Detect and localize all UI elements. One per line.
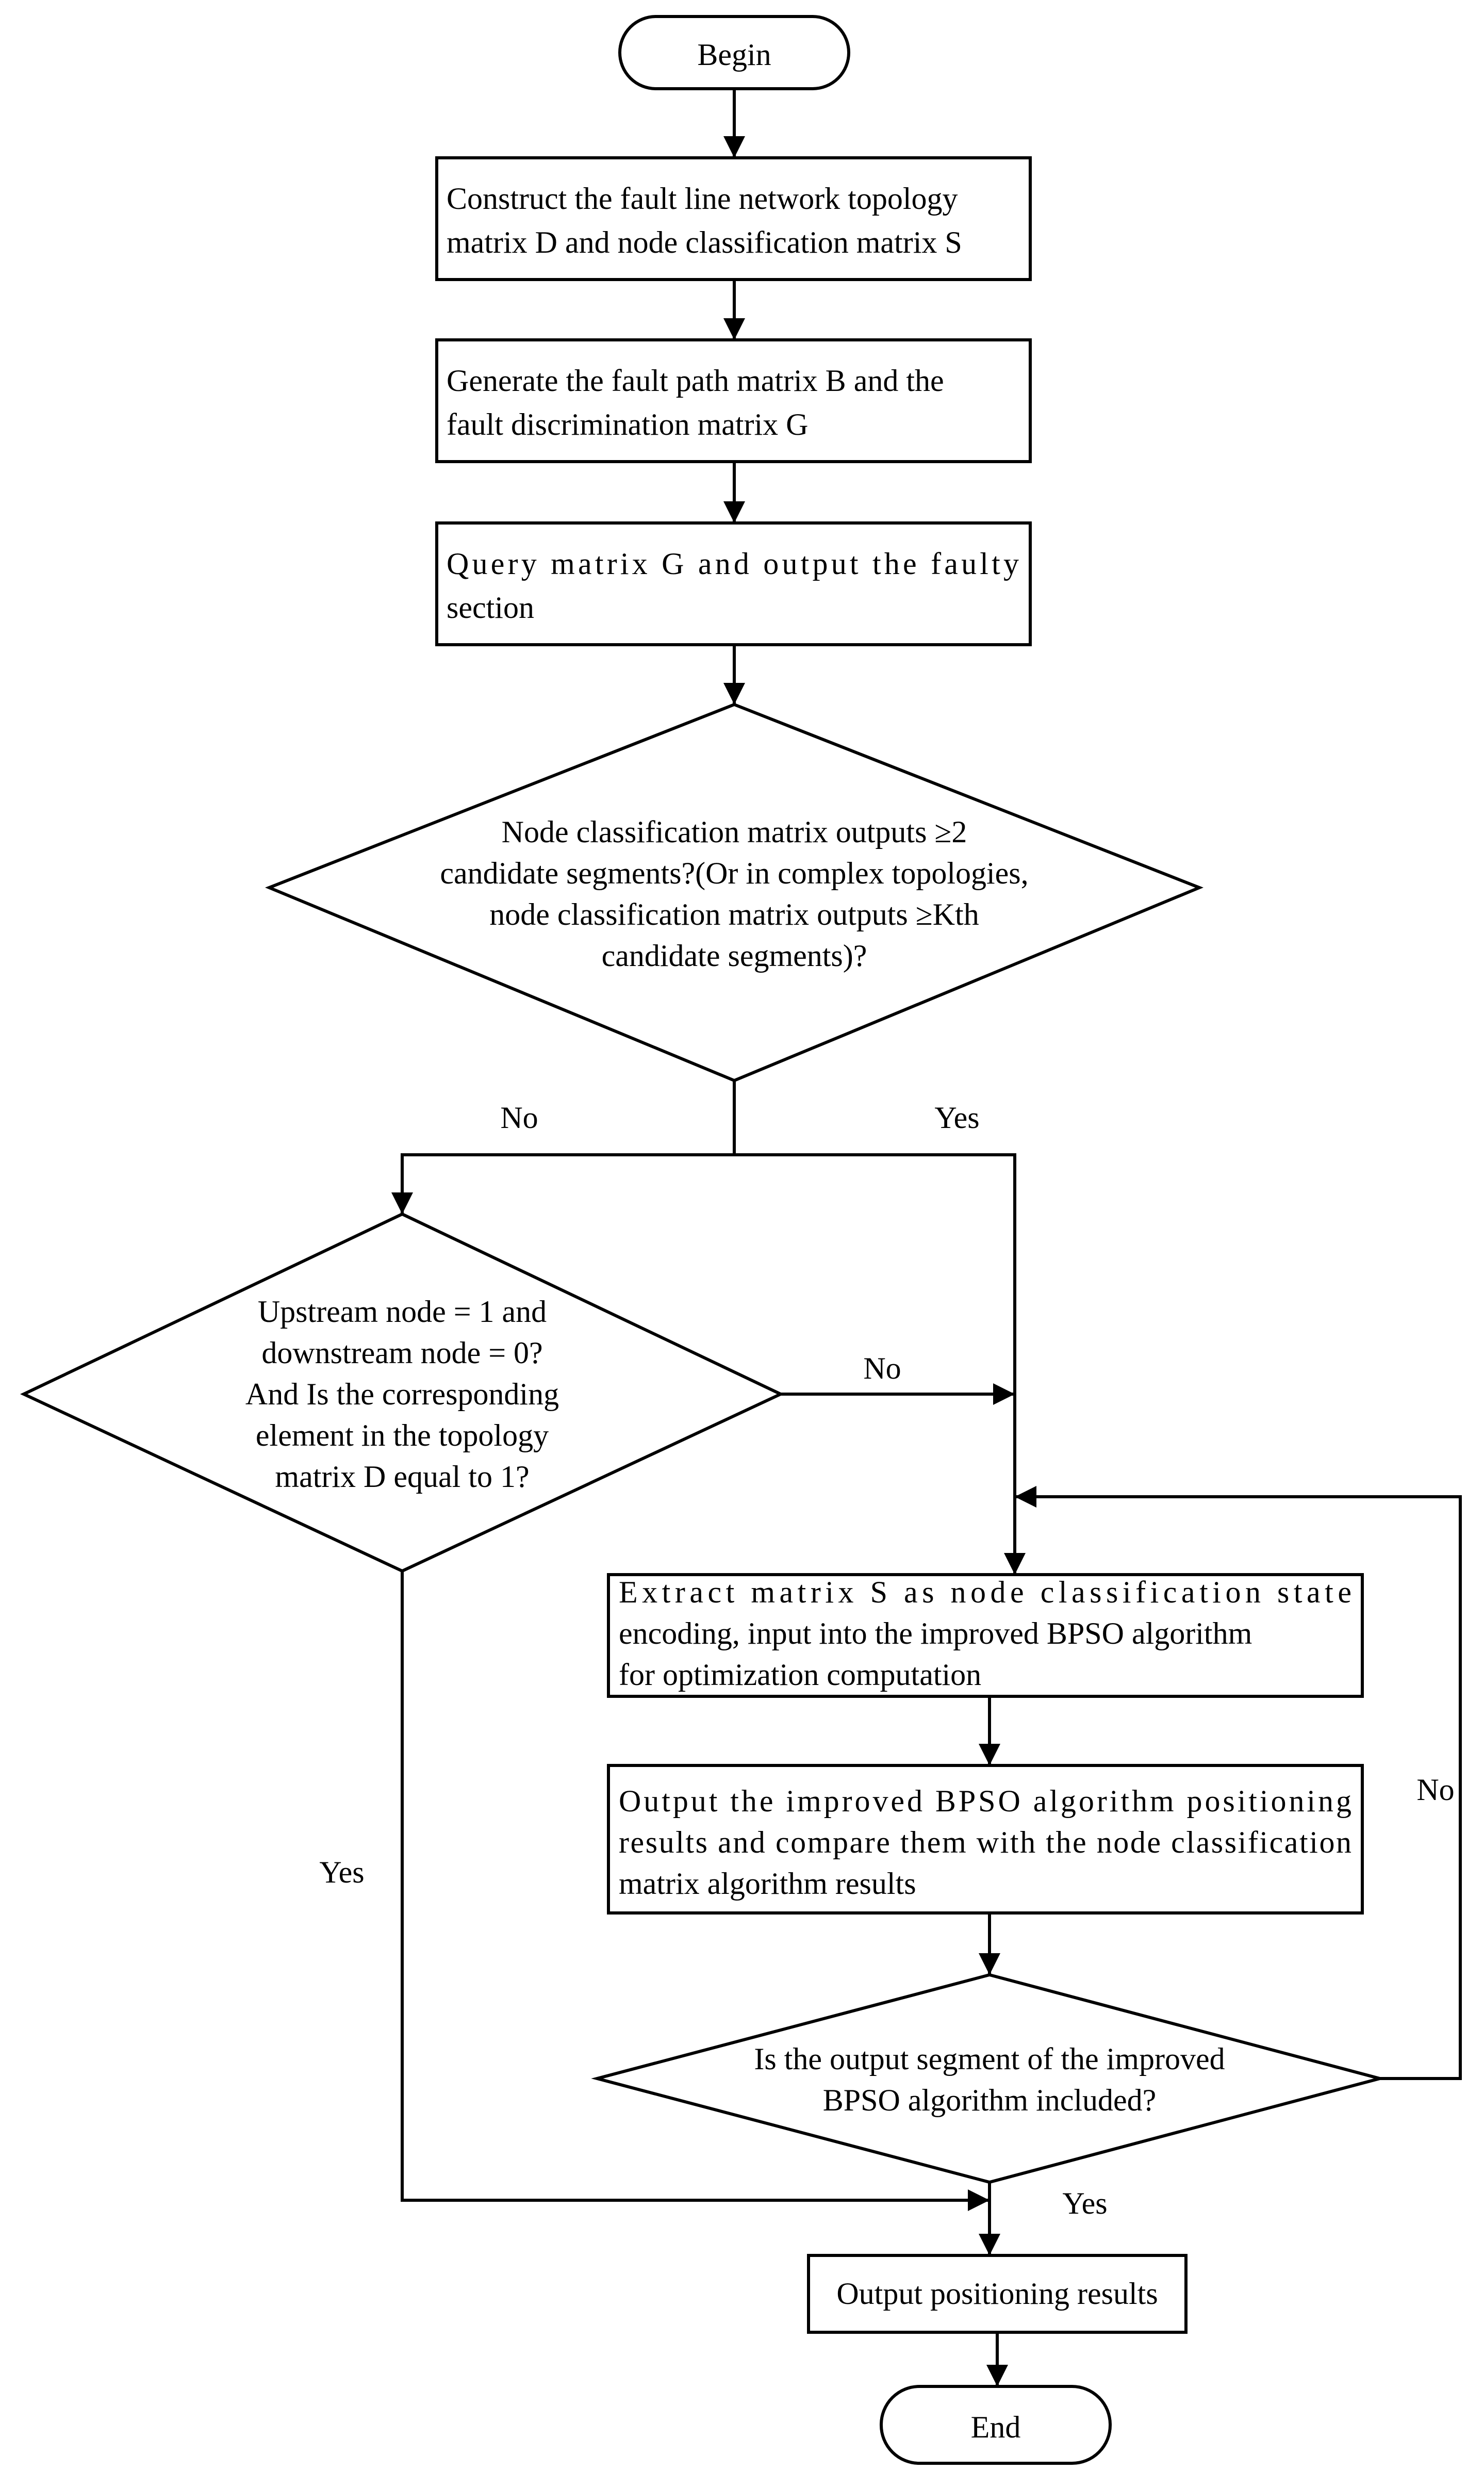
bpso-included-decision: Is the output segment of the improved BP… bbox=[591, 1973, 1386, 2184]
upstream-line-1: Upstream node = 1 and bbox=[258, 1295, 547, 1329]
candidates-line-1: Node classification matrix outputs ≥2 bbox=[502, 815, 967, 849]
upstream-no-label: No bbox=[863, 1351, 901, 1385]
extract-line-1: Extract matrix S as node classification … bbox=[619, 1575, 1351, 1609]
end-label: End bbox=[971, 2410, 1021, 2444]
included-line-2: BPSO algorithm included? bbox=[823, 2083, 1157, 2117]
extract-line-2: encoding, input into the improved BPSO a… bbox=[619, 1616, 1252, 1650]
extract-line-3: for optimization computation bbox=[619, 1658, 981, 1692]
generate-line-1: Generate the fault path matrix B and the bbox=[447, 364, 944, 398]
upstream-line-5: matrix D equal to 1? bbox=[275, 1460, 529, 1494]
extract-encoding-box: Extract matrix S as node classification … bbox=[607, 1573, 1364, 1698]
candidates-line-3: node classification matrix outputs ≥Kth bbox=[489, 897, 979, 931]
construct-matrix-box: Construct the fault line network topolog… bbox=[435, 156, 1032, 281]
compare-line-2: results and compare them with the node c… bbox=[619, 1825, 1351, 1859]
upstream-downstream-decision: Upstream node = 1 and downstream node = … bbox=[20, 1212, 785, 1573]
candidates-line-2: candidate segments?(Or in complex topolo… bbox=[440, 856, 1028, 890]
included-no-loop-arrow bbox=[1015, 1486, 1462, 2080]
begin-label: Begin bbox=[697, 38, 771, 72]
upstream-yes-label: Yes bbox=[319, 1855, 364, 1889]
output-results-label: Output positioning results bbox=[836, 2277, 1158, 2311]
query-line-2: section bbox=[447, 591, 534, 625]
candidates-no-label: No bbox=[500, 1101, 538, 1135]
upstream-yes-arrow bbox=[401, 1571, 990, 2211]
candidates-line-4: candidate segments)? bbox=[602, 939, 867, 973]
query-matrix-box: Query matrix G and output the faulty sec… bbox=[435, 521, 1032, 646]
construct-line-2: matrix D and node classification matrix … bbox=[447, 225, 962, 259]
begin-terminal: Begin bbox=[618, 15, 850, 90]
upstream-line-2: downstream node = 0? bbox=[261, 1336, 542, 1370]
included-line-1: Is the output segment of the improved bbox=[754, 2042, 1225, 2076]
candidates-no-arrow bbox=[391, 1153, 734, 1214]
end-terminal: End bbox=[880, 2385, 1112, 2465]
output-results-box: Output positioning results bbox=[807, 2254, 1188, 2334]
included-yes-label: Yes bbox=[1062, 2186, 1107, 2220]
generate-line-2: fault discrimination matrix G bbox=[447, 407, 809, 441]
upstream-line-4: element in the topology bbox=[256, 1418, 549, 1452]
construct-line-1: Construct the fault line network topolog… bbox=[447, 182, 958, 216]
output-compare-box: Output the improved BPSO algorithm posit… bbox=[607, 1764, 1364, 1915]
generate-matrix-box: Generate the fault path matrix B and the… bbox=[435, 338, 1032, 463]
included-no-label: No bbox=[1416, 1773, 1454, 1807]
compare-line-3: matrix algorithm results bbox=[619, 1867, 916, 1901]
candidate-segments-decision: Node classification matrix outputs ≥2 ca… bbox=[265, 702, 1204, 1083]
candidates-yes-label: Yes bbox=[934, 1101, 979, 1135]
upstream-line-3: And Is the corresponding bbox=[245, 1377, 559, 1411]
candidates-yes-arrow bbox=[734, 1153, 1026, 1575]
